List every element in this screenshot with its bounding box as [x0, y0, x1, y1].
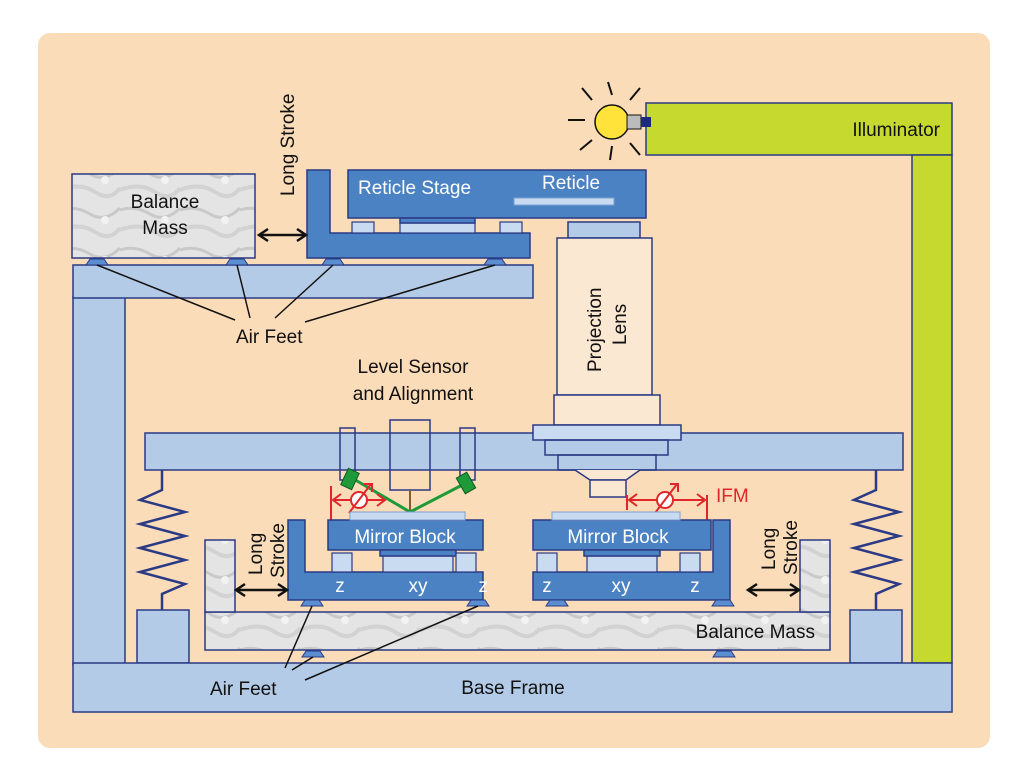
- z-label: z: [542, 576, 552, 597]
- ifm-label: IFM: [716, 486, 749, 507]
- balance-mass-top: [71, 173, 256, 259]
- wafer-stage-right: [532, 511, 731, 601]
- reticle-stage: [347, 169, 647, 219]
- balance-mass-bottom-label: Balance Mass: [696, 622, 815, 643]
- air-feet-bottom-label: Air Feet: [210, 679, 277, 700]
- air-feet-top: [85, 258, 507, 266]
- illuminator: Illuminator: [645, 102, 953, 664]
- balance-mass-bottom: [204, 611, 831, 651]
- xy-label: xy: [612, 576, 632, 597]
- ifm-left: [330, 483, 387, 520]
- right-spring-base: [849, 609, 903, 664]
- ifm-right: [626, 483, 708, 520]
- double-arrow-icon: [256, 227, 309, 243]
- z-label: z: [335, 576, 345, 597]
- long-stroke-top-label: Long Stroke: [278, 94, 299, 196]
- reticle-label: Reticle: [542, 173, 600, 194]
- reticle-long-stroke-stage: [306, 169, 531, 259]
- reticle-stage-label: Reticle Stage: [358, 178, 471, 199]
- mirror-block-right-label: Mirror Block: [567, 527, 669, 548]
- air-feet-top-leaders: [96, 264, 496, 323]
- xy-label: xy: [409, 576, 429, 597]
- projection-lens-label: Projection: [585, 288, 606, 373]
- light-bulb-icon: [568, 81, 651, 161]
- reticle-plate: [513, 197, 615, 206]
- wafer-stage-left: [287, 511, 484, 601]
- long-stroke-right-label-2: Stroke: [781, 520, 802, 575]
- balance-mass-top-label: Balance: [131, 192, 200, 213]
- background-panel: [38, 33, 990, 748]
- level-sensor-label: Level Sensor: [358, 357, 470, 378]
- level-sensor-label-2: and Alignment: [353, 384, 474, 405]
- left-frame-column: [72, 296, 126, 666]
- left-spring: [135, 470, 190, 610]
- projection-lens: [553, 221, 661, 426]
- long-stroke-left-label: Long: [246, 533, 267, 575]
- base-frame-label: Base Frame: [461, 678, 564, 699]
- balance-mass-top-label-2: Mass: [142, 218, 187, 239]
- long-stroke-right-label: Long: [759, 528, 780, 570]
- base-frame: [72, 662, 953, 713]
- mirror-block-left-label: Mirror Block: [354, 527, 456, 548]
- left-spring-base: [136, 609, 190, 664]
- air-feet-top-label: Air Feet: [236, 327, 303, 348]
- metrology-frame-beam: [144, 432, 904, 471]
- air-feet-bottom-leaders: [284, 605, 479, 681]
- long-stroke-left-label-2: Stroke: [268, 523, 289, 578]
- projection-lens-label-2: Lens: [610, 304, 631, 345]
- projection-lens-bottom: [532, 424, 682, 498]
- double-arrow-icon: [233, 582, 802, 598]
- right-spring: [849, 470, 904, 610]
- z-label: z: [690, 576, 700, 597]
- air-feet-bottom: [300, 599, 736, 658]
- illuminator-label: Illuminator: [852, 120, 940, 141]
- z-label: z: [479, 576, 489, 597]
